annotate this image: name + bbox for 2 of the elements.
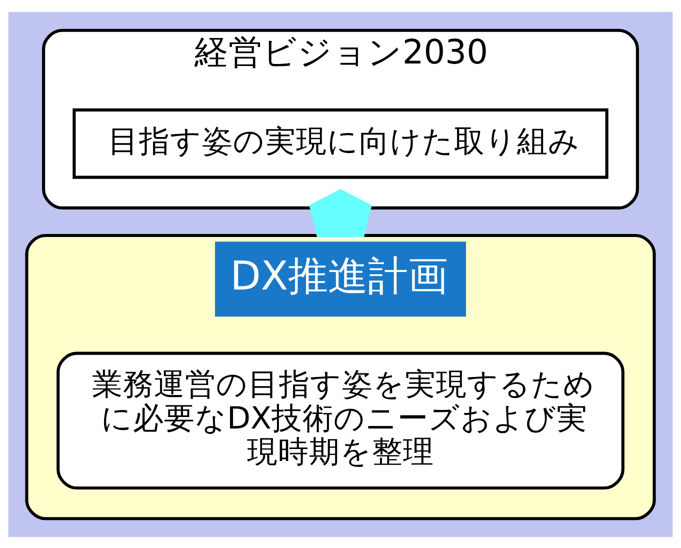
node-box: 業務運営の目指す姿を実現するために必要なDX技術のニーズおよび実現時期を整理: [56, 351, 624, 490]
node-box: 目指す姿の実現に向けた取り組み: [72, 108, 608, 178]
